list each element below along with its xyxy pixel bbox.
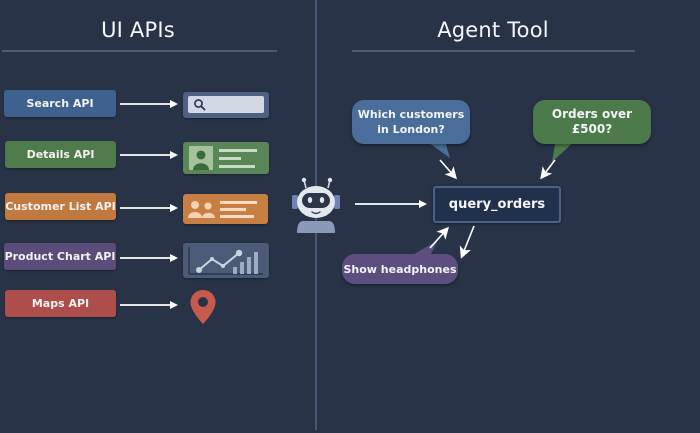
bubble-london-text: Which customers in London? — [352, 100, 470, 144]
bubble-orders-line1: Orders over — [551, 107, 633, 121]
line-bar-chart-icon — [188, 247, 263, 275]
bubble-orders-text: Orders over £500? — [533, 100, 651, 144]
map-pin-icon — [190, 290, 216, 324]
users-icon — [188, 201, 215, 218]
profile-card-component — [183, 142, 269, 174]
bubble-london-line1: Which customers — [357, 108, 465, 121]
ui-apis-title: UI APIs — [101, 18, 175, 42]
search-api-button[interactable]: Search API — [4, 90, 116, 117]
bubble-orders-line2: £500? — [571, 122, 613, 136]
robot-icon — [292, 177, 340, 233]
agent-tool-rule — [352, 50, 635, 52]
ui-apis-rule — [2, 50, 277, 52]
details-api-button[interactable]: Details API — [5, 141, 116, 168]
arrow-london-to-tool — [439, 159, 457, 180]
maps-api-button[interactable]: Maps API — [5, 290, 116, 317]
search-input-mock — [188, 96, 264, 113]
agent-tool-title: Agent Tool — [437, 18, 549, 42]
bubble-tail — [552, 138, 578, 162]
speech-bubble-orders: Orders over £500? — [533, 100, 651, 162]
product-chart-api-button[interactable]: Product Chart API — [4, 243, 116, 270]
user-avatar-icon — [189, 146, 213, 170]
text-lines-icon — [220, 201, 257, 218]
bubble-headphones-text: Show headphones — [342, 254, 458, 284]
search-bar-component — [183, 92, 269, 118]
query-orders-tool[interactable]: query_orders — [433, 186, 561, 223]
search-icon — [194, 99, 206, 111]
chart-panel-component — [183, 243, 269, 278]
arrow-tool-to-result — [459, 225, 475, 259]
bubble-london-line2: in London? — [377, 123, 445, 136]
text-lines-icon — [219, 149, 257, 168]
speech-bubble-headphones: Show headphones — [342, 240, 458, 284]
customer-list-api-button[interactable]: Customer List API — [5, 193, 116, 220]
customer-list-component — [183, 194, 268, 224]
speech-bubble-london: Which customers in London? — [352, 100, 470, 158]
